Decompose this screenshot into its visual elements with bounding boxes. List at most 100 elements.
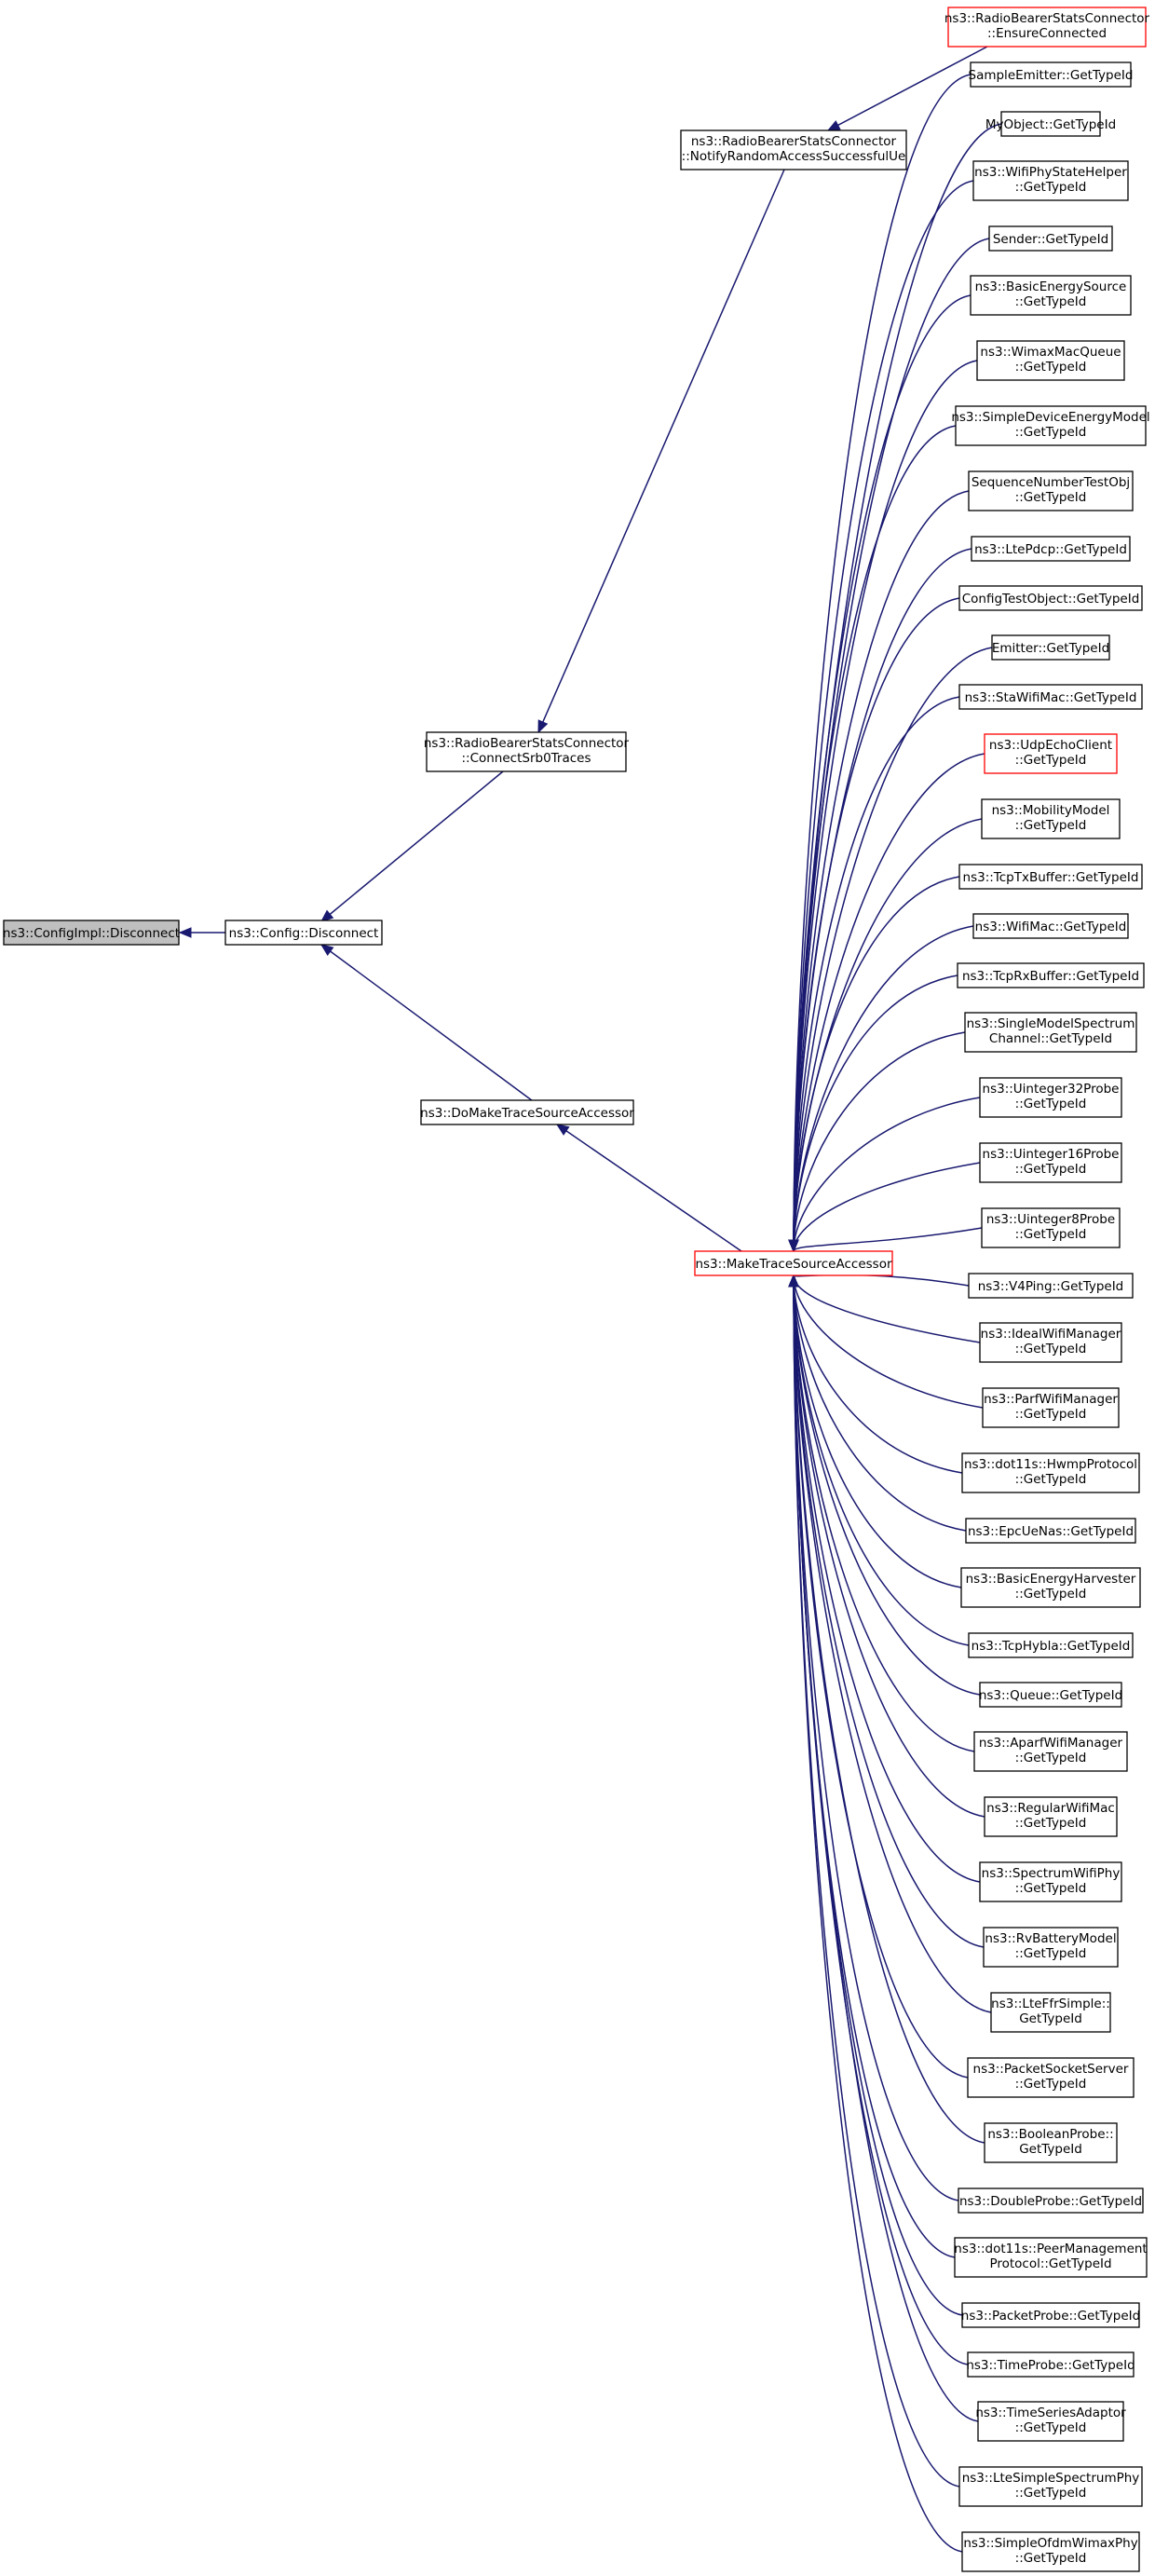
node-ns3-aparfwifimanager-gettypeid[interactable]: ns3::AparfWifiManager::GetTypeId <box>973 1731 1128 1772</box>
node-emitter-gettypeid-box <box>991 634 1110 661</box>
node-ensure-connected-label: ns3::RadioBearerStatsConnector <box>944 11 1150 26</box>
node-ns3-packetsocketserver-gettypeid[interactable]: ns3::PacketSocketServer::GetTypeId <box>967 2057 1135 2098</box>
node-ns3-lteffrsimple-gettypeid[interactable]: ns3::LteFfrSimple::GetTypeId <box>990 1992 1111 2033</box>
node-notify-random-access[interactable]: ns3::RadioBearerStatsConnector::NotifyRa… <box>680 129 907 170</box>
call-edge <box>793 1162 981 1252</box>
node-ns3-singlemodelspectrum-channel-gettypeid-box <box>964 1012 1137 1053</box>
node-ns3-rvbatterymodel-gettypeid[interactable]: ns3::RvBatteryModel::GetTypeId <box>983 1927 1119 1968</box>
call-edge <box>793 1274 984 1409</box>
node-ns3-uinteger8probe-gettypeid-box <box>981 1207 1121 1248</box>
nodes-layer: ns3::ConfigImpl::Disconnect ns3::Config::… <box>3 7 1150 2572</box>
node-configtestobject-gettypeid[interactable]: ConfigTestObject::GetTypeId <box>958 585 1143 611</box>
edge-arrowhead <box>826 120 841 131</box>
node-ns3-wifimac-gettypeid[interactable]: ns3::WifiMac::GetTypeId <box>972 913 1129 939</box>
call-edge <box>793 1274 985 2144</box>
call-edge <box>793 1274 981 1696</box>
call-edge <box>793 1274 975 1752</box>
node-make-trace-source-accessor[interactable]: ns3::MakeTraceSourceAccessor <box>694 1250 893 1276</box>
node-configimpl-disconnect[interactable]: ns3::ConfigImpl::Disconnect <box>3 920 180 946</box>
call-edge <box>793 1274 969 2079</box>
call-edge <box>793 753 985 1252</box>
call-edge <box>793 1274 970 1646</box>
node-ns3-tcphybla-gettypeid[interactable]: ns3::TcpHybla::GetTypeId <box>968 1632 1134 1658</box>
node-ns3-mobilitymodel-gettypeid[interactable]: ns3::MobilityModel::GetTypeId <box>981 798 1121 839</box>
node-configtestobject-gettypeid-box <box>958 585 1143 611</box>
call-edge <box>793 1097 981 1252</box>
node-ns3-timeseriesadaptor-gettypeid[interactable]: ns3::TimeSeriesAdaptor::GetTypeId <box>975 2401 1126 2442</box>
node-myobject-gettypeid[interactable]: MyObject::GetTypeId <box>985 111 1116 137</box>
edge-arrowhead <box>555 1124 570 1136</box>
node-connect-srb0-traces-label: ::ConnectSrb0Traces <box>461 751 591 766</box>
node-ns3-lteffrsimple-gettypeid-box <box>990 1992 1111 2033</box>
node-ns3-ltepdcp-gettypeid[interactable]: ns3::LtePdcp::GetTypeId <box>971 536 1131 562</box>
node-ns3-queue-gettypeid[interactable]: ns3::Queue::GetTypeId <box>979 1682 1122 1708</box>
node-ns3-singlemodelspectrum-channel-gettypeid-label: Channel::GetTypeId <box>989 1031 1112 1046</box>
node-ns3-dot11s-peermanagement-protocol-gettypeid[interactable]: ns3::dot11s::PeerManagementProtocol::Get… <box>954 2237 1148 2278</box>
node-ns3-parfwifimanager-gettypeid[interactable]: ns3::ParfWifiManager::GetTypeId <box>982 1387 1120 1428</box>
node-do-make-trace-source-accessor[interactable]: ns3::DoMakeTraceSourceAccessor <box>420 1099 634 1125</box>
node-sampleemitter-gettypeid-box <box>970 61 1132 88</box>
node-sequencenumbertestobj-gettypeid[interactable]: SequenceNumberTestObj::GetTypeId <box>968 470 1134 511</box>
node-ns3-ltesimplespectrumphy-gettypeid-label: ns3::LteSimpleSpectrumPhy <box>962 2471 1140 2486</box>
node-ns3-stawifimac-gettypeid[interactable]: ns3::StaWifiMac::GetTypeId <box>958 684 1143 710</box>
node-do-make-trace-source-accessor-label: ns3::DoMakeTraceSourceAccessor <box>420 1106 634 1121</box>
node-ns3-wimaxmacqueue-gettypeid[interactable]: ns3::WimaxMacQueue::GetTypeId <box>976 340 1125 381</box>
node-ns3-basicenergyharvester-gettypeid-label: ::GetTypeId <box>1015 1587 1087 1601</box>
node-ns3-simpleofdmwimaxphy-gettypeid[interactable]: ns3::SimpleOfdmWimaxPhy::GetTypeId <box>961 2531 1140 2572</box>
node-config-disconnect[interactable]: ns3::Config::Disconnect <box>224 920 383 946</box>
node-ns3-packetprobe-gettypeid[interactable]: ns3::PacketProbe::GetTypeId <box>961 2302 1140 2328</box>
node-ns3-ltesimplespectrumphy-gettypeid-label: ::GetTypeId <box>1015 2486 1087 2501</box>
node-configtestobject-gettypeid-label: ConfigTestObject::GetTypeId <box>962 592 1140 607</box>
node-config-disconnect-box <box>224 920 383 946</box>
node-ns3-tcprxbuffer-gettypeid[interactable]: ns3::TcpRxBuffer::GetTypeId <box>957 962 1145 988</box>
node-ns3-udpechoclient-gettypeid[interactable]: ns3::UdpEchoClient::GetTypeId <box>984 733 1118 774</box>
node-ns3-simpledeviceenergymodel-gettypeid[interactable]: ns3::SimpleDeviceEnergyModel::GetTypeId <box>951 405 1150 446</box>
node-sender-gettypeid[interactable]: Sender::GetTypeId <box>988 225 1113 252</box>
node-ns3-dot11s-hwmpprotocol-gettypeid[interactable]: ns3::dot11s::HwmpProtocol::GetTypeId <box>961 1452 1140 1493</box>
node-ns3-dot11s-peermanagement-protocol-gettypeid-box <box>954 2237 1148 2278</box>
call-edge <box>793 1274 981 1343</box>
node-ns3-wifiphystatehelper-gettypeid[interactable]: ns3::WifiPhyStateHelper::GetTypeId <box>972 160 1129 201</box>
node-ns3-uinteger32probe-gettypeid-label: ::GetTypeId <box>1015 1097 1087 1111</box>
call-edge <box>793 1227 983 1252</box>
node-ns3-tcptxbuffer-gettypeid[interactable]: ns3::TcpTxBuffer::GetTypeId <box>958 864 1143 890</box>
node-ns3-epcuenas-gettypeid-box <box>965 1518 1136 1544</box>
node-ns3-ltesimplespectrumphy-gettypeid[interactable]: ns3::LteSimpleSpectrumPhy::GetTypeId <box>958 2466 1143 2507</box>
node-ns3-doubleprobe-gettypeid[interactable]: ns3::DoubleProbe::GetTypeId <box>958 2188 1144 2214</box>
node-sequencenumbertestobj-gettypeid-box <box>968 470 1134 511</box>
node-ns3-parfwifimanager-gettypeid-label: ns3::ParfWifiManager <box>984 1392 1118 1407</box>
node-ns3-booleanprobe-gettypeid[interactable]: ns3::BooleanProbe::GetTypeId <box>984 2122 1118 2163</box>
node-sampleemitter-gettypeid[interactable]: SampleEmitter::GetTypeId <box>969 61 1134 88</box>
edges-layer <box>178 46 1002 2553</box>
node-ns3-singlemodelspectrum-channel-gettypeid-label: ns3::SingleModelSpectrum <box>967 1016 1135 1031</box>
call-edge <box>793 1274 985 1818</box>
node-ns3-basicenergysource-gettypeid[interactable]: ns3::BasicEnergySource::GetTypeId <box>970 275 1132 316</box>
node-ns3-uinteger32probe-gettypeid[interactable]: ns3::Uinteger32Probe::GetTypeId <box>979 1077 1122 1118</box>
node-ns3-timeprobe-gettypeid[interactable]: ns3::TimeProbe::GetTypeId <box>966 2351 1135 2378</box>
node-ns3-spectrumwifiphy-gettypeid[interactable]: ns3::SpectrumWifiPhy::GetTypeId <box>979 1861 1122 1902</box>
node-ns3-epcuenas-gettypeid[interactable]: ns3::EpcUeNas::GetTypeId <box>965 1518 1136 1544</box>
node-myobject-gettypeid-label: MyObject::GetTypeId <box>985 117 1116 132</box>
node-ns3-singlemodelspectrum-channel-gettypeid[interactable]: ns3::SingleModelSpectrumChannel::GetType… <box>964 1012 1137 1053</box>
node-ensure-connected[interactable]: ns3::RadioBearerStatsConnector::EnsureCo… <box>944 7 1150 48</box>
node-ns3-v4ping-gettypeid[interactable]: ns3::V4Ping::GetTypeId <box>968 1273 1134 1299</box>
node-ns3-dot11s-peermanagement-protocol-gettypeid-label: ns3::dot11s::PeerManagement <box>954 2242 1147 2256</box>
node-ns3-tcphybla-gettypeid-box <box>968 1632 1134 1658</box>
node-myobject-gettypeid-box <box>1000 111 1101 137</box>
node-ns3-regularwifimac-gettypeid[interactable]: ns3::RegularWifiMac::GetTypeId <box>984 1796 1118 1837</box>
node-ns3-idealwifimanager-gettypeid[interactable]: ns3::IdealWifiManager::GetTypeId <box>979 1322 1122 1363</box>
node-ns3-basicenergyharvester-gettypeid-label: ns3::BasicEnergyHarvester <box>966 1572 1136 1587</box>
edge-arrowhead <box>319 909 334 922</box>
node-connect-srb0-traces[interactable]: ns3::RadioBearerStatsConnector::ConnectS… <box>424 731 630 772</box>
node-emitter-gettypeid[interactable]: Emitter::GetTypeId <box>991 634 1110 661</box>
node-ns3-uinteger16probe-gettypeid[interactable]: ns3::Uinteger16Probe::GetTypeId <box>979 1142 1122 1183</box>
node-ns3-tcptxbuffer-gettypeid-box <box>958 864 1143 890</box>
node-ns3-uinteger8probe-gettypeid[interactable]: ns3::Uinteger8Probe::GetTypeId <box>981 1207 1121 1248</box>
node-config-disconnect-label: ns3::Config::Disconnect <box>229 926 379 941</box>
node-ns3-packetprobe-gettypeid-box <box>961 2302 1140 2328</box>
node-ns3-basicenergyharvester-gettypeid[interactable]: ns3::BasicEnergyHarvester::GetTypeId <box>960 1567 1141 1608</box>
node-ns3-simpledeviceenergymodel-gettypeid-label: ns3::SimpleDeviceEnergyModel <box>951 410 1149 425</box>
node-ns3-mobilitymodel-gettypeid-label: ::GetTypeId <box>1015 818 1087 833</box>
